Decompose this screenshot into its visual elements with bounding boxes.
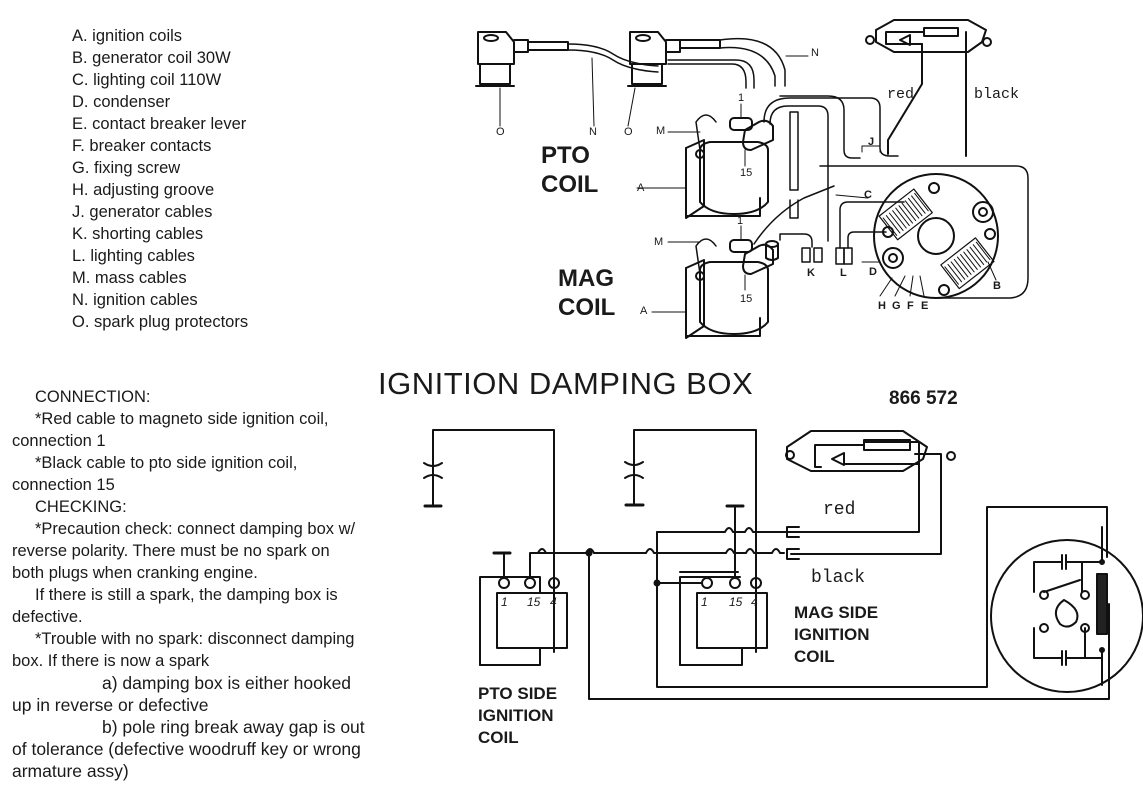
spark-plug-protector-left (475, 31, 569, 127)
part-number: 866 572 (889, 388, 958, 409)
callout-m: M (654, 236, 664, 248)
label-line: PTO SIDE (478, 684, 558, 703)
ignition-cable-2 (667, 37, 786, 89)
legend-item: N. ignition cables (72, 291, 198, 309)
legend-item: C. lighting coil 110W (72, 71, 222, 89)
legend-item: A. ignition coils (72, 27, 183, 45)
terminal-4-label: 4 (550, 595, 557, 609)
pto-side-coil-label: PTO SIDE IGNITION COIL (478, 683, 557, 749)
connection-heading: CONNECTION: (35, 388, 151, 406)
label-line: PTO (541, 142, 590, 169)
label-line: IGNITION (478, 706, 554, 725)
callout-g: G (892, 300, 901, 312)
note-line: b) pole ring break away gap is out (102, 717, 365, 737)
stator-plate (835, 173, 999, 299)
black-wire-label: black (811, 568, 866, 588)
note-line: *Precaution check: connect damping box w… (35, 520, 356, 538)
note-line: connection 15 (12, 476, 115, 494)
label-line: MAG SIDE (794, 603, 879, 622)
callout-a: A (640, 305, 648, 317)
note-line: armature assy) (12, 761, 129, 781)
legend-item: D. condenser (72, 93, 171, 111)
note-line: box. If there is now a spark (12, 652, 210, 670)
mag-coil-drawing (651, 225, 779, 339)
note-line: defective. (12, 608, 83, 626)
terminal-15-label: 15 (729, 595, 743, 609)
diagram-title: IGNITION DAMPING BOX (378, 366, 754, 401)
legend-item: F. breaker contacts (72, 137, 212, 155)
ignition-cable-1 (567, 43, 659, 73)
pto-coil-drawing (636, 103, 774, 219)
note-line: If there is still a spark, the damping b… (35, 586, 338, 604)
note-line: *Black cable to pto side ignition coil, (35, 454, 298, 472)
callout-b: B (993, 280, 1001, 292)
callout-n: N (589, 126, 597, 138)
connector-red (786, 526, 800, 538)
note-line: up in reverse or defective (12, 695, 209, 715)
connector-black (786, 548, 800, 560)
label-line: COIL (794, 647, 835, 666)
legend-item: M. mass cables (72, 269, 187, 287)
note-line: a) damping box is either hooked (102, 673, 352, 693)
callout-c: C (864, 189, 872, 201)
legend-item: K. shorting cables (72, 225, 204, 243)
legend-item: O. spark plug protectors (72, 313, 249, 331)
callout-a: A (637, 182, 645, 194)
callout-m: M (656, 125, 666, 137)
callout-l: L (840, 267, 847, 279)
note-line: of tolerance (defective woodruff key or … (12, 739, 361, 759)
lighting-cable-connectors (835, 201, 905, 265)
red-wire-label: red (823, 500, 856, 520)
callout-15: 15 (740, 167, 753, 179)
legend-item: G. fixing screw (72, 159, 181, 177)
callout-h: H (878, 300, 886, 312)
red-wire-label: red (887, 86, 915, 103)
callout-1: 1 (738, 92, 745, 104)
note-line: *Red cable to magneto side ignition coil… (35, 410, 329, 428)
callout-1: 1 (737, 215, 744, 227)
instructions-text: CONNECTION: *Red cable to magneto side i… (12, 386, 412, 782)
label-line: MAG (558, 265, 614, 292)
terminal-15-label: 15 (527, 595, 541, 609)
label-line: COIL (478, 728, 519, 747)
legend-item: E. contact breaker lever (72, 115, 247, 133)
callout-f: F (907, 300, 914, 312)
label-line: IGNITION (794, 625, 870, 644)
label-line: COIL (541, 171, 599, 198)
callout-d: D (869, 266, 877, 278)
terminal-4-label: 4 (751, 595, 758, 609)
callout-e: E (921, 300, 929, 312)
note-line: *Trouble with no spark: disconnect dampi… (35, 630, 355, 648)
legend-item: L. lighting cables (72, 247, 195, 265)
callout-j: J (868, 136, 875, 148)
terminal-1-label: 1 (701, 595, 708, 609)
callout-o: O (496, 126, 505, 138)
schematic (423, 429, 1143, 700)
spark-plug-protector-right (627, 31, 721, 127)
callout-k: K (807, 267, 815, 279)
checking-heading: CHECKING: (35, 498, 127, 516)
mag-side-coil-label: MAG SIDE IGNITION COIL (794, 602, 878, 668)
callout-n: N (811, 47, 819, 59)
note-line: reverse polarity. There must be no spark… (12, 542, 330, 560)
note-line: connection 1 (12, 432, 106, 450)
shorting-cable-connectors (801, 247, 823, 263)
label-line: COIL (558, 294, 616, 321)
legend-item: H. adjusting groove (72, 181, 215, 199)
callout-15: 15 (740, 293, 753, 305)
terminal-1-label: 1 (501, 595, 508, 609)
damping-box-top (865, 19, 992, 157)
legend-item: J. generator cables (72, 203, 213, 221)
legend-item: B. generator coil 30W (72, 49, 231, 67)
pto-coil-label: PTO COIL (541, 141, 598, 199)
black-wire-label: black (974, 86, 1020, 103)
parts-legend: A. ignition coils B. generator coil 30W … (72, 25, 248, 333)
callout-o: O (624, 126, 633, 138)
note-line: both plugs when cranking engine. (12, 564, 258, 582)
mag-coil-label: MAG COIL (558, 264, 615, 322)
